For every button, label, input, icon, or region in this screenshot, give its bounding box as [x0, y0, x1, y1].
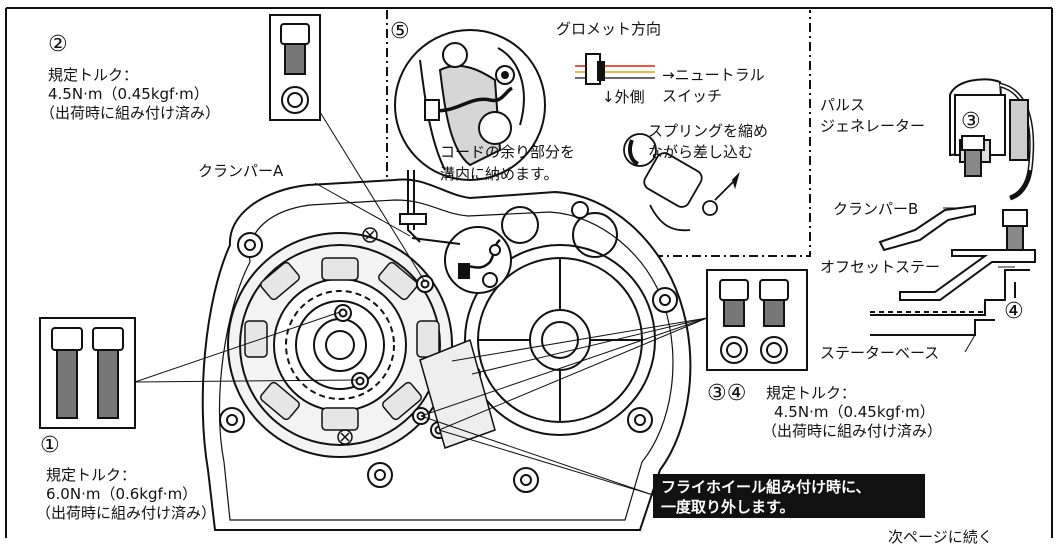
- spring-instruction-1: スプリングを縮め: [648, 122, 769, 140]
- offset-stay: [899, 209, 1036, 301]
- page-frame: [5, 7, 1053, 538]
- cord-instruction-2: 溝内に納めます。: [440, 165, 559, 183]
- clamper-b: [878, 204, 976, 252]
- crank-housing: [464, 206, 656, 436]
- torque-note-34: （出荷時に組み付け済み）: [762, 422, 943, 440]
- marker-1: ①: [40, 433, 60, 458]
- grommet-diagram: [575, 53, 655, 85]
- mount-holes: [219, 201, 678, 493]
- bolt-box-34: [706, 269, 808, 371]
- pulse-generator-label-2: ジェネレーター: [820, 117, 926, 135]
- torque-label-1: 規定トルク：: [46, 466, 137, 484]
- removal-note-line-2: 一度取り外します。: [661, 498, 795, 516]
- pulse-gen-area: [419, 338, 496, 449]
- removal-note-line-1: フライホイール組み付け時に、: [661, 478, 871, 496]
- pulse-generator-label-1: パルス: [820, 96, 866, 114]
- marker-2: ②: [48, 32, 68, 57]
- stator-base: [870, 269, 1030, 336]
- torque-value-1: 6.0N·m（0.6kgf·m）: [46, 485, 198, 503]
- offset-stay-label: オフセットステー: [820, 258, 941, 276]
- marker-4: ④: [1004, 299, 1024, 324]
- grommet-direction-label: グロメット方向: [556, 20, 662, 38]
- torque-label-34: 規定トルク：: [766, 384, 857, 402]
- spring-connector: [623, 133, 740, 232]
- cross-marks: [337, 227, 378, 445]
- clamper-b-label: クランパーB: [833, 200, 919, 218]
- bolt-box-1: [39, 317, 136, 429]
- marker-34: ③④: [707, 381, 747, 406]
- torque-value-2: 4.5N·m（0.45kgf·m）: [48, 85, 209, 103]
- magnified-circle: [394, 29, 546, 181]
- stator-coils: [244, 257, 440, 431]
- spring-instruction-2: ながら差し込む: [648, 143, 754, 161]
- neutral-switch-label-2: スイッチ: [662, 87, 723, 105]
- leader-lines: [134, 111, 1015, 496]
- outside-label: ↓外側: [602, 88, 645, 106]
- marker-3: ③: [961, 109, 981, 134]
- detail-circle: [411, 226, 512, 294]
- clamper-a-label: クランパーA: [198, 162, 284, 180]
- stator-base-label: ステーターベース: [820, 344, 940, 362]
- pg-bolt: [961, 135, 985, 177]
- torque-note-2: （出荷時に組み付け済み）: [40, 104, 221, 122]
- torque-label-2: 規定トルク：: [48, 66, 139, 84]
- torque-note-1: （出荷時に組み付け済み）: [36, 504, 217, 522]
- neutral-switch-label-1: →ニュートラル: [662, 66, 765, 84]
- cord-instruction-1: コードの余り部分を: [440, 143, 576, 161]
- bolt-box-2: [269, 14, 321, 121]
- marker-5: ⑤: [390, 19, 410, 44]
- removal-note-banner: フライホイール組み付け時に、 一度取り外します。: [653, 474, 925, 518]
- torque-value-34: 4.5N·m（0.45kgf·m）: [774, 403, 935, 421]
- cord: [399, 170, 427, 243]
